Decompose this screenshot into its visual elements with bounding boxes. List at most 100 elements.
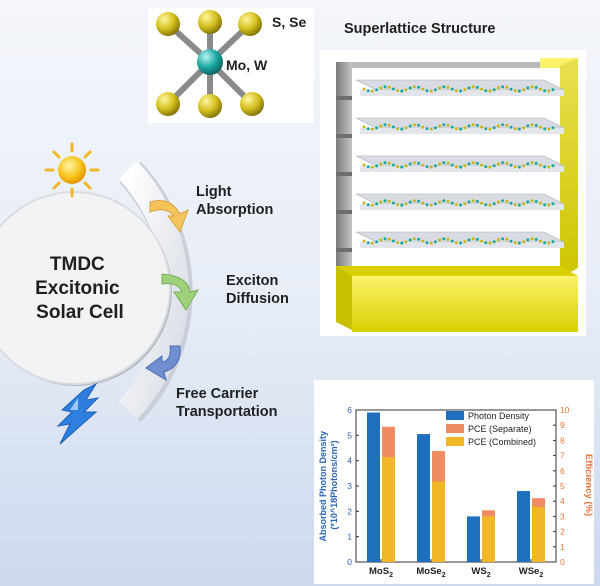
layer-atom: [496, 124, 500, 128]
layer-atom: [475, 123, 479, 127]
layer-atom: [375, 164, 379, 168]
layer-atom: [370, 165, 374, 169]
layer-atom: [454, 241, 458, 245]
layer-atom: [412, 85, 416, 89]
layer-atom: [488, 89, 492, 93]
layer-sheet: [355, 231, 565, 243]
center-label: TMDC Excitonic Solar Cell: [35, 254, 125, 323]
layer-atom: [396, 203, 400, 207]
layer-atom: [425, 241, 429, 245]
ligand-atom: [198, 10, 222, 34]
layer-spacer: [336, 134, 352, 138]
y-axis-left-label: Absorbed Photon Density (*10^18Photons/c…: [318, 428, 339, 541]
layer-atom: [370, 127, 374, 131]
y-left-tick-label: 1: [347, 532, 352, 542]
legend-label: Photon Density: [468, 411, 530, 421]
layer-atom: [400, 165, 404, 169]
layer-atom: [391, 163, 395, 167]
layer-atom: [400, 241, 404, 245]
layer-atom: [408, 86, 412, 90]
ligand-label: S, Se: [272, 14, 306, 30]
bar-photon-density: [367, 412, 380, 562]
layer-atom: [492, 240, 496, 244]
layer-atom: [530, 199, 534, 203]
layer-atom: [509, 87, 513, 91]
layer-atom: [538, 87, 542, 91]
layer-atom: [450, 239, 454, 243]
ligand-atom: [156, 12, 180, 36]
layer-atom: [467, 200, 471, 204]
layer-atom: [492, 202, 496, 206]
superlattice-title: Superlattice Structure: [344, 21, 496, 37]
layer-atom: [454, 89, 458, 93]
y-left-label-line-1: Absorbed Photon Density: [318, 431, 328, 542]
layer-atom: [530, 161, 534, 165]
layer-atom: [429, 241, 433, 245]
layer-atom: [362, 163, 366, 167]
layer-atom: [501, 123, 505, 127]
x-tick-label: MoS2: [369, 566, 393, 579]
tmdc-layer: [336, 193, 565, 214]
layer-atom: [429, 165, 433, 169]
layer-atom: [387, 161, 391, 165]
layer-atom: [534, 161, 538, 165]
sun-icon: [44, 142, 100, 198]
layer-atom: [505, 199, 509, 203]
layer-atom: [396, 165, 400, 169]
layer-atom: [383, 85, 387, 89]
layer-atom: [459, 241, 463, 245]
layer-atom: [509, 201, 513, 205]
layer-atom: [412, 161, 416, 165]
layer-atom: [433, 164, 437, 168]
tmdc-layer: [336, 117, 565, 138]
y-left-tick-label: 3: [347, 481, 352, 491]
superlattice-structure: Superlattice Structure: [320, 21, 586, 336]
layer-atom: [463, 88, 467, 92]
layer-atom: [446, 161, 450, 165]
layer-atom: [505, 123, 509, 127]
layer-atom: [379, 200, 383, 204]
layer-atom: [433, 240, 437, 244]
layer-edge: [360, 128, 564, 134]
layer-atom: [379, 124, 383, 128]
layer-atom: [370, 203, 374, 207]
x-tick-label: WSe2: [519, 566, 544, 579]
layer-atom: [475, 237, 479, 241]
layer-atom: [459, 127, 463, 131]
legend-label: PCE (Separate): [468, 424, 532, 434]
layer-sheet: [355, 155, 565, 167]
y-left-tick-label: 2: [347, 506, 352, 516]
layer-atom: [492, 126, 496, 130]
layer-atom: [505, 85, 509, 89]
layer-atom: [480, 163, 484, 167]
layer-atom: [488, 165, 492, 169]
layer-atom: [522, 126, 526, 130]
right-electrode-shade: [560, 58, 578, 278]
layer-atom: [362, 201, 366, 205]
layer-atom: [467, 124, 471, 128]
layer-sheet: [355, 79, 565, 91]
layer-atom: [370, 89, 374, 93]
layer-atom: [391, 239, 395, 243]
layer-atom: [480, 201, 484, 205]
molecule-structure: S, Se Mo, W: [148, 8, 314, 123]
layer-atom: [446, 237, 450, 241]
substrate-side: [336, 266, 352, 330]
layer-atom: [383, 237, 387, 241]
layer-atom: [362, 239, 366, 243]
layer-atom: [517, 241, 521, 245]
layer-edge: [360, 242, 564, 248]
layer-atom: [538, 125, 542, 129]
layer-atom: [400, 203, 404, 207]
layer-atom: [450, 125, 454, 129]
left-frame-wall: [336, 62, 352, 278]
layer-atom: [429, 203, 433, 207]
layer-atom: [526, 238, 530, 242]
layer-atom: [396, 127, 400, 131]
layer-atom: [484, 89, 488, 93]
step-1-line-2: Absorption: [196, 202, 273, 218]
layer-atom: [496, 200, 500, 204]
y-left-tick-label: 4: [347, 456, 352, 466]
layer-atom: [517, 127, 521, 131]
